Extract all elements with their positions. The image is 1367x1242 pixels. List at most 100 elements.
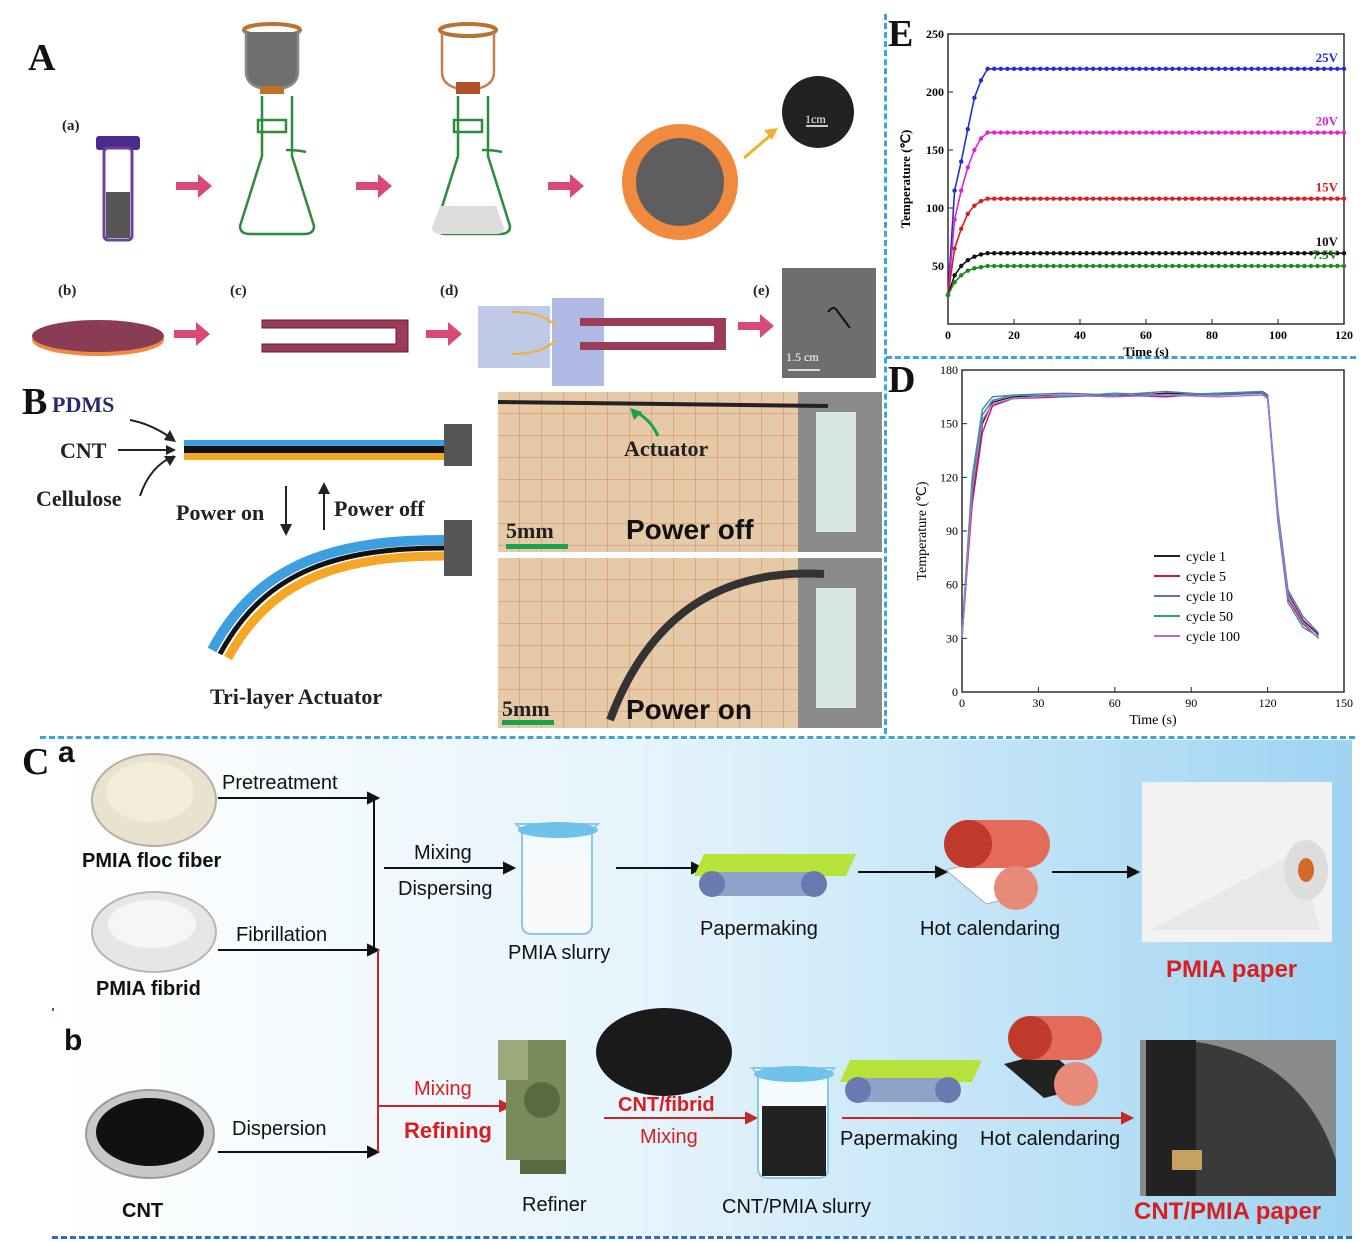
- data-point: [998, 196, 1003, 201]
- data-point: [1256, 196, 1261, 201]
- data-point: [1124, 130, 1129, 135]
- data-point: [1170, 66, 1175, 71]
- label-fibrillation: Fibrillation: [236, 924, 328, 946]
- x-tick-label: 150: [1335, 696, 1353, 710]
- label-pmia-fibrid: PMIA fibrid: [96, 978, 201, 1000]
- data-point: [1091, 196, 1096, 201]
- data-point: [1249, 130, 1254, 135]
- data-point: [1229, 196, 1234, 201]
- data-point: [1249, 196, 1254, 201]
- data-point: [1143, 251, 1149, 256]
- u-strip: [261, 319, 409, 353]
- data-point: [1091, 130, 1096, 135]
- data-point: [1130, 196, 1135, 201]
- data-point: [1071, 66, 1076, 71]
- data-point: [1143, 66, 1149, 71]
- data-point: [1104, 196, 1109, 201]
- data-point: [1031, 196, 1036, 201]
- refiner-machine: [498, 1040, 566, 1174]
- data-point: [1242, 130, 1248, 135]
- data-point: [1223, 66, 1228, 71]
- data-point: [1117, 130, 1122, 135]
- data-point: [1322, 251, 1327, 256]
- data-point: [1018, 251, 1023, 256]
- label-cnt: CNT: [60, 438, 107, 463]
- photo-scale-bottom: 5mm: [502, 696, 550, 721]
- data-point: [1157, 66, 1162, 71]
- data-point: [1005, 130, 1010, 135]
- data-point: [1084, 130, 1089, 135]
- data-point: [1249, 251, 1254, 256]
- data-point: [1011, 196, 1017, 201]
- calender-rollers: [944, 820, 1050, 910]
- y-tick-label: 50: [932, 259, 944, 273]
- data-point: [1143, 263, 1149, 269]
- data-point: [1229, 66, 1234, 71]
- series-label: 15V: [1316, 180, 1339, 195]
- legend-label: cycle 5: [1186, 570, 1226, 585]
- label-pmia-slurry: PMIA slurry: [508, 942, 611, 964]
- data-point: [1209, 251, 1215, 256]
- label-power-off: Power off: [334, 496, 425, 521]
- data-point: [1150, 66, 1155, 71]
- series-line-25v: [947, 67, 1344, 296]
- data-point: [1322, 263, 1327, 269]
- data-point: [1328, 66, 1333, 71]
- data-point: [1236, 196, 1241, 201]
- data-point: [1190, 130, 1195, 135]
- series-line-cycle-5: [961, 392, 1320, 639]
- data-point: [1170, 196, 1175, 201]
- x-tick-label: 90: [1185, 696, 1197, 710]
- data-point: [1025, 263, 1030, 269]
- y-axis-label: Temperature (℃): [915, 481, 930, 580]
- data-point: [1044, 130, 1050, 135]
- x-tick-label: 20: [1008, 328, 1020, 342]
- data-point: [1064, 130, 1069, 135]
- data-point: [1295, 263, 1300, 269]
- data-point: [959, 263, 964, 269]
- photo-power-on: [498, 558, 882, 728]
- data-point: [1176, 251, 1182, 256]
- data-point: [1289, 263, 1294, 269]
- film-disc: [32, 320, 164, 352]
- data-point: [1315, 66, 1320, 71]
- data-point: [1110, 196, 1116, 201]
- series-label: 10V: [1316, 234, 1339, 249]
- data-point: [1071, 263, 1076, 269]
- data-point: [1216, 263, 1221, 269]
- label-mixing-2: Mixing: [640, 1126, 698, 1148]
- data-point: [1256, 251, 1261, 256]
- data-point: [945, 292, 951, 298]
- process-arrows: [174, 174, 774, 346]
- data-point: [965, 126, 970, 132]
- beaker-pmia-slurry: [513, 822, 601, 935]
- data-point: [1011, 130, 1017, 135]
- cnt-pmia-paper-photo: [1140, 1040, 1336, 1196]
- data-point: [1322, 196, 1327, 201]
- scale-label-1-5cm: 1.5 cm: [786, 350, 819, 364]
- data-point: [1157, 130, 1162, 135]
- label-cnt: CNT: [122, 1200, 164, 1222]
- data-point: [1104, 66, 1109, 71]
- pointer-arrow: [743, 132, 773, 160]
- y-tick-label: 100: [926, 201, 944, 215]
- data-point: [1216, 66, 1221, 71]
- sublabel-a: (a): [62, 118, 80, 134]
- data-point: [998, 66, 1003, 71]
- data-point: [1249, 66, 1254, 71]
- data-point: [1163, 66, 1168, 71]
- data-point: [1236, 66, 1241, 71]
- data-point: [1025, 66, 1030, 71]
- data-point: [1183, 263, 1188, 269]
- panel-a-illustration: [32, 22, 876, 386]
- data-point: [1328, 251, 1333, 256]
- data-point: [1229, 263, 1234, 269]
- data-point: [1242, 251, 1248, 256]
- data-point: [1295, 251, 1300, 256]
- label-cnt-pmia-paper: CNT/PMIA paper: [1134, 1198, 1322, 1225]
- label-mixing: Mixing: [414, 842, 472, 864]
- data-point: [1150, 196, 1155, 201]
- data-point: [952, 246, 957, 251]
- data-point: [1328, 263, 1333, 269]
- data-point: [965, 258, 970, 263]
